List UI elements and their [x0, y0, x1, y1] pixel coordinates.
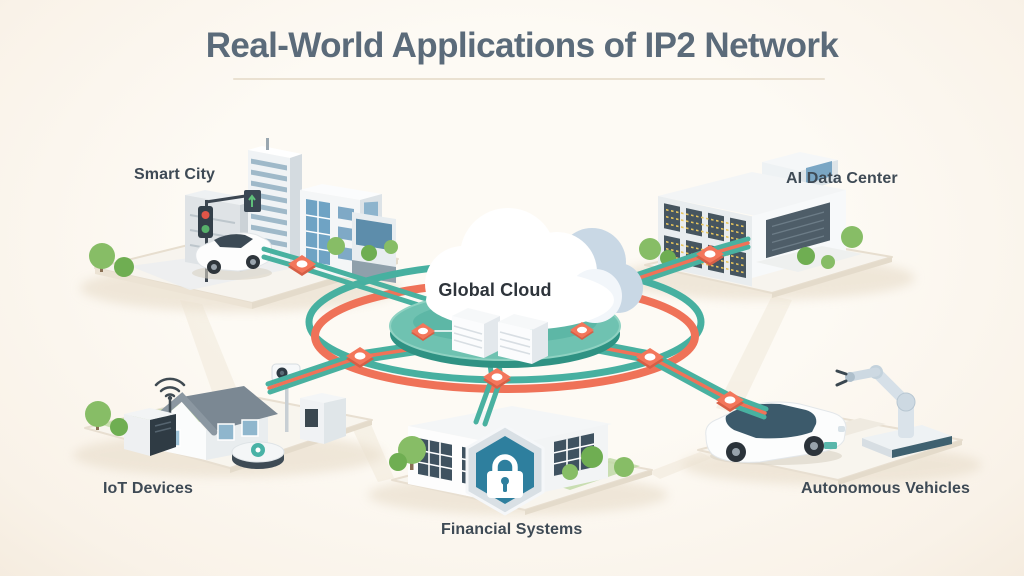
node-smart-city-corner	[288, 255, 316, 276]
iot-devices-illustration	[73, 363, 383, 477]
global-cloud-illustration	[389, 208, 643, 368]
autonomous-car-icon	[705, 401, 847, 465]
tree-icon	[89, 237, 398, 277]
robot-vacuum-icon	[231, 441, 285, 469]
tree-icon	[85, 401, 128, 436]
autonomous-vehicles-label: Autonomous Vehicles	[801, 480, 971, 497]
title-underline	[233, 78, 825, 80]
autonomous-vehicles-illustration	[682, 365, 982, 485]
network-nodes	[288, 245, 744, 412]
robot-arm-icon	[835, 365, 952, 458]
iot-devices-label: IoT Devices	[103, 480, 194, 497]
global-cloud-label: Global Cloud	[438, 280, 552, 300]
smart-speaker-icon	[124, 408, 176, 456]
node-vehicles-corner	[716, 391, 744, 412]
page-title: Real-World Applications of IP2 Network	[205, 26, 839, 65]
smart-appliance-icon	[300, 393, 346, 444]
traffic-light-icon	[198, 190, 261, 282]
server-building-icon	[658, 152, 862, 287]
tree-icon	[389, 436, 634, 480]
lock-shield-icon	[465, 424, 545, 516]
node-platform-right	[570, 322, 594, 340]
ai-data-center-label: AI Data Center	[786, 170, 898, 187]
cloud-icon	[425, 208, 643, 330]
node-ai-corner	[696, 245, 724, 266]
node-platform-left	[411, 323, 435, 341]
smart-city-label: Smart City	[134, 166, 216, 183]
tree-icon	[639, 226, 863, 269]
financial-systems-illustration	[368, 406, 668, 516]
car-icon	[192, 232, 272, 280]
node-ring-bottom	[483, 368, 511, 389]
financial-systems-label: Financial Systems	[441, 521, 583, 538]
node-ring-right	[636, 348, 664, 369]
server-stack-icon	[452, 308, 548, 364]
node-ring-left	[346, 347, 374, 368]
